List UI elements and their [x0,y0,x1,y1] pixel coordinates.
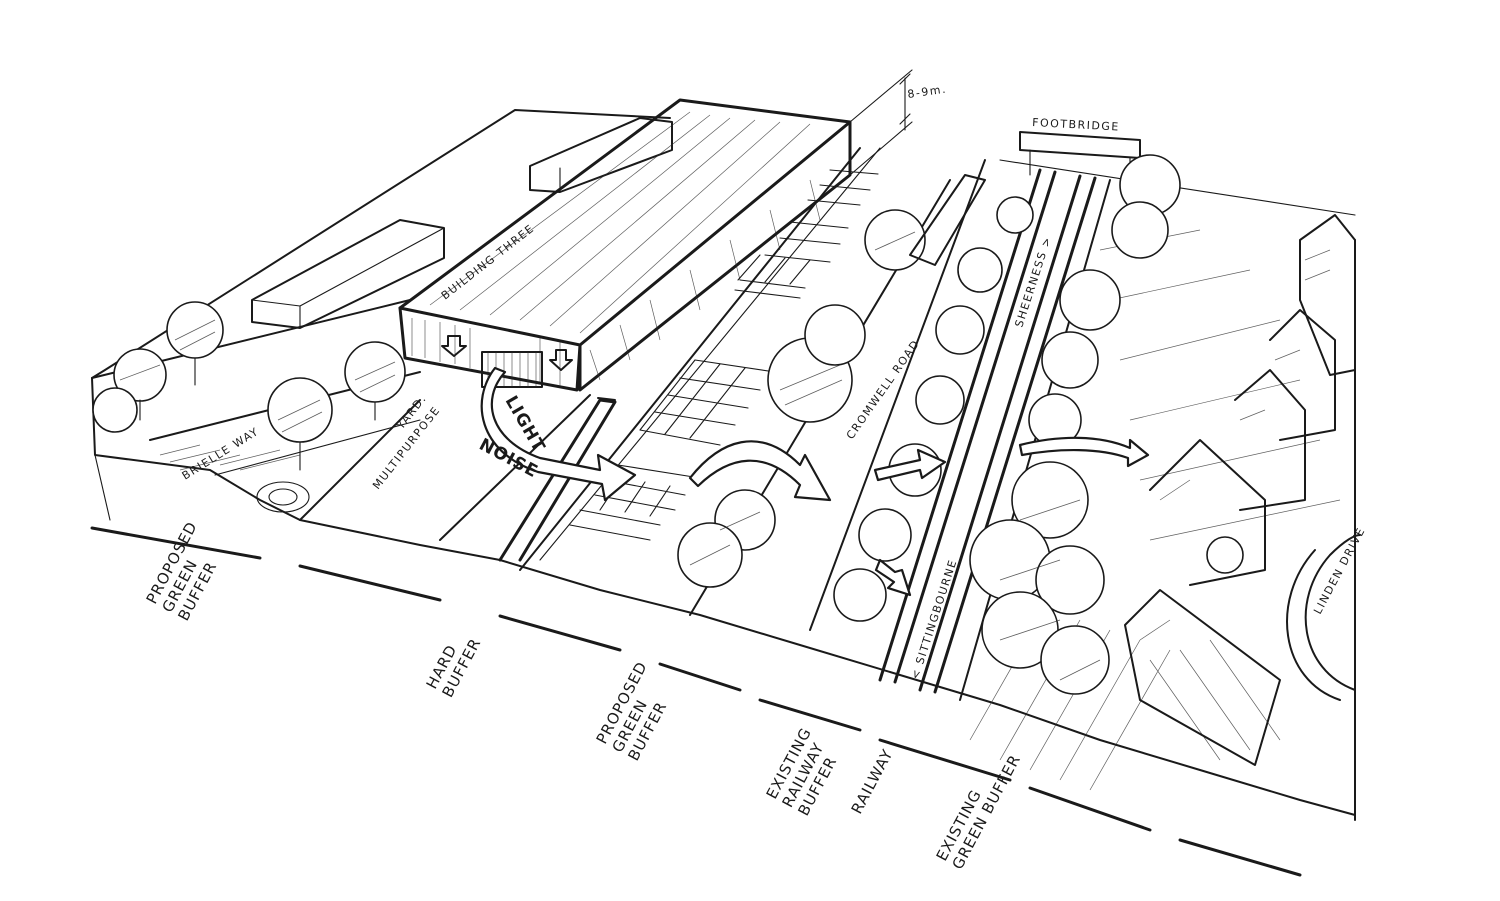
section-label-3: PROPOSED GREEN BUFFER [593,653,686,764]
building-three: 8-9m. BUILDING THREE [398,69,948,392]
section-labels: PROPOSED GREEN BUFFER HARD BUFFER PROPOS… [143,513,1025,872]
houses: LINDEN DRIVE [1124,214,1368,766]
section-label-4: EXISTING RAILWAY BUFFER [763,719,850,818]
railway-buffer-trees [833,196,1034,622]
tree [166,301,224,386]
tree [267,377,333,471]
down-arrow-icon [549,349,573,371]
flow-arrows [480,366,1150,597]
tree [113,348,167,421]
section-label-5: RAILWAY [848,746,897,817]
tree [864,174,986,271]
light-arrow-icon [480,366,637,502]
east-arrow-icon [1018,436,1150,468]
section-label-1: PROPOSED GREEN BUFFER [143,513,236,624]
multipurpose-yard-strip [299,394,591,541]
building-three-label: BUILDING THREE [439,222,537,303]
tree [344,341,406,421]
rail-down-arrow-icon [874,558,912,597]
trees [92,154,1244,695]
plan-labels: BRIELLE WAY MULTIPURPOSE YARD. LIGHT NOI… [180,392,549,492]
tree [677,489,776,588]
hard-buffer-wall [498,397,617,562]
noise-arrow-icon [688,440,832,502]
footbridge-label: FOOTBRIDGE [1032,116,1120,134]
back-buildings [91,109,673,379]
section-label-6: EXISTING GREEN BUFFER [933,743,1025,872]
tree [767,304,866,423]
rail-arrow-icon [873,448,947,482]
down-arrow-icon [441,335,467,357]
east-buffer-trees [969,154,1244,695]
tree [92,387,138,433]
section-label-2: HARD BUFFER [423,627,485,701]
footbridge: FOOTBRIDGE [1019,116,1141,181]
height-label: 8-9m. [907,83,948,101]
